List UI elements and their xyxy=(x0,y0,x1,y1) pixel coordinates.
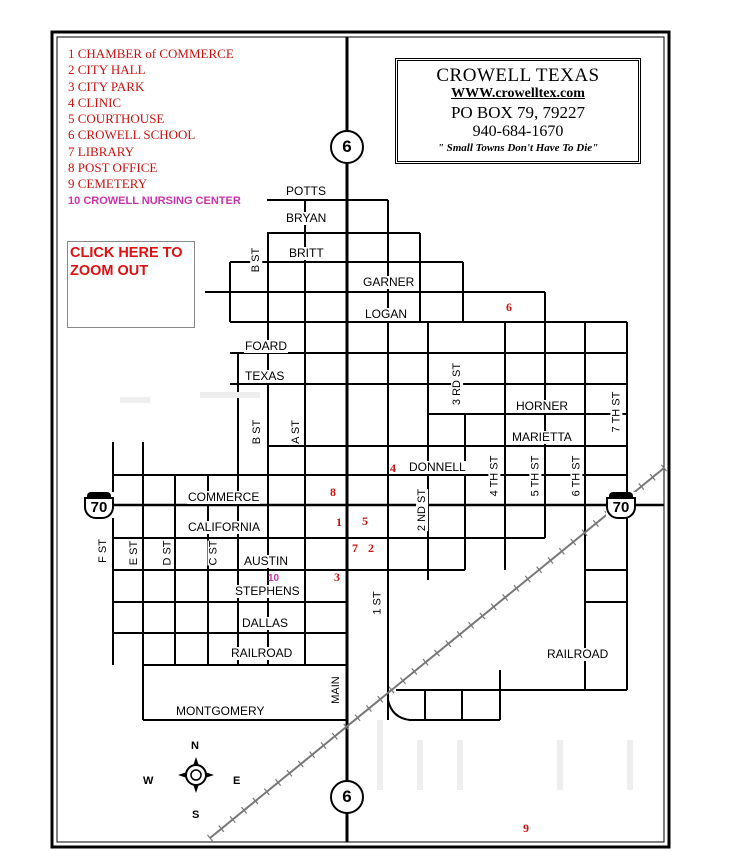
street-label-b-st-south: B ST xyxy=(251,419,264,445)
street-label-california: CALIFORNIA xyxy=(187,520,262,534)
street-label-railroad-east: RAILROAD xyxy=(546,647,610,661)
town-info-box: CROWELL TEXAS WWW.crowelltex.com PO BOX … xyxy=(395,58,641,164)
compass-rose-icon xyxy=(178,757,214,793)
marker-library[interactable]: 7 xyxy=(352,541,358,555)
street-label-c-st: C ST xyxy=(207,540,220,566)
highway-6-shield-bottom: 6 xyxy=(330,780,364,814)
marker-courthouse[interactable]: 5 xyxy=(362,514,368,528)
marker-school[interactable]: 6 xyxy=(506,300,512,314)
street-label-d-st: D ST xyxy=(161,540,174,566)
marker-nursing-center[interactable]: 10 xyxy=(268,573,280,584)
phone-number: 940-684-1670 xyxy=(472,123,564,140)
street-label-garner: GARNER xyxy=(362,275,416,289)
street-label-stephens: STEPHENS xyxy=(234,584,301,598)
street-label-bryan: BRYAN xyxy=(285,211,328,225)
street-label-logan: LOGAN xyxy=(364,307,409,321)
street-label-2nd-st: 2 ND ST xyxy=(416,488,429,532)
highway-70-shield-east: 70 xyxy=(606,492,636,519)
street-label-horner: HORNER xyxy=(515,399,570,413)
street-label-b-st-north: B ST xyxy=(250,247,263,273)
street-label-commerce: COMMERCE xyxy=(187,490,261,504)
legend-item: 2 CITY HALL xyxy=(68,62,146,78)
legend-item: 4 CLINIC xyxy=(68,94,122,110)
town-slogan: " Small Towns Don't Have To Die" xyxy=(437,142,599,154)
website-link[interactable]: WWW.crowelltex.com xyxy=(451,86,585,101)
legend-item: 7 LIBRARY xyxy=(68,143,135,159)
marker-cemetery[interactable]: 9 xyxy=(523,821,529,835)
street-label-marietta: MARIETTA xyxy=(511,430,573,444)
legend-item: 9 CEMETERY xyxy=(68,176,148,192)
street-label-foard: FOARD xyxy=(244,339,288,353)
street-label-3rd-st: 3 RD ST xyxy=(451,362,464,406)
street-label-1st-st: 1 ST xyxy=(371,591,384,615)
street-label-5th-st: 5 TH ST xyxy=(529,455,542,497)
street-label-texas: TEXAS xyxy=(244,369,286,383)
marker-city-park[interactable]: 3 xyxy=(334,570,340,584)
compass-west: W xyxy=(143,775,154,787)
street-label-potts: POTTS xyxy=(285,184,328,198)
legend-item: 8 POST OFFICE xyxy=(68,160,158,176)
street-label-a-st: A ST xyxy=(289,420,302,444)
street-label-f-st: F ST xyxy=(96,539,109,563)
town-title: CROWELL TEXAS xyxy=(436,65,600,86)
legend-item: 3 CITY PARK xyxy=(68,78,145,94)
compass-east: E xyxy=(233,775,241,787)
marker-post-office[interactable]: 8 xyxy=(330,485,336,499)
street-label-e-st: E ST xyxy=(128,540,141,566)
street-label-dallas: DALLAS xyxy=(241,616,290,630)
street-label-6th-st: 6 TH ST xyxy=(570,455,583,497)
legend-item: 10 CROWELL NURSING CENTER xyxy=(68,194,241,207)
compass-north: N xyxy=(191,740,199,752)
street-label-britt: BRITT xyxy=(288,246,325,260)
street-label-austin: AUSTIN xyxy=(243,554,290,568)
street-label-montgomery: MONTGOMERY xyxy=(175,704,266,718)
marker-city-hall[interactable]: 2 xyxy=(368,541,374,555)
marker-clinic[interactable]: 4 xyxy=(390,461,396,475)
zoom-out-link[interactable]: CLICK HERE TO ZOOM OUT xyxy=(67,241,195,328)
highway-6-shield-top: 6 xyxy=(330,130,364,164)
compass-south: S xyxy=(192,809,200,821)
legend-item: 5 COURTHOUSE xyxy=(68,111,165,127)
highway-70-shield-west: 70 xyxy=(84,492,114,519)
marker-chamber-of-commerce[interactable]: 1 xyxy=(336,515,342,529)
street-label-7th-st: 7 TH ST xyxy=(610,391,623,433)
street-label-main: MAIN xyxy=(329,676,342,704)
legend-item: 6 CROWELL SCHOOL xyxy=(68,127,196,143)
street-label-4th-st: 4 TH ST xyxy=(488,455,501,497)
street-label-railroad-west: RAILROAD xyxy=(230,646,294,660)
map-legend: 1 CHAMBER of COMMERCE 2 CITY HALL 3 CITY… xyxy=(68,46,241,209)
street-label-donnell: DONNELL xyxy=(408,460,467,474)
po-box: PO BOX 79, 79227 xyxy=(450,103,586,122)
legend-item: 1 CHAMBER of COMMERCE xyxy=(68,46,234,61)
